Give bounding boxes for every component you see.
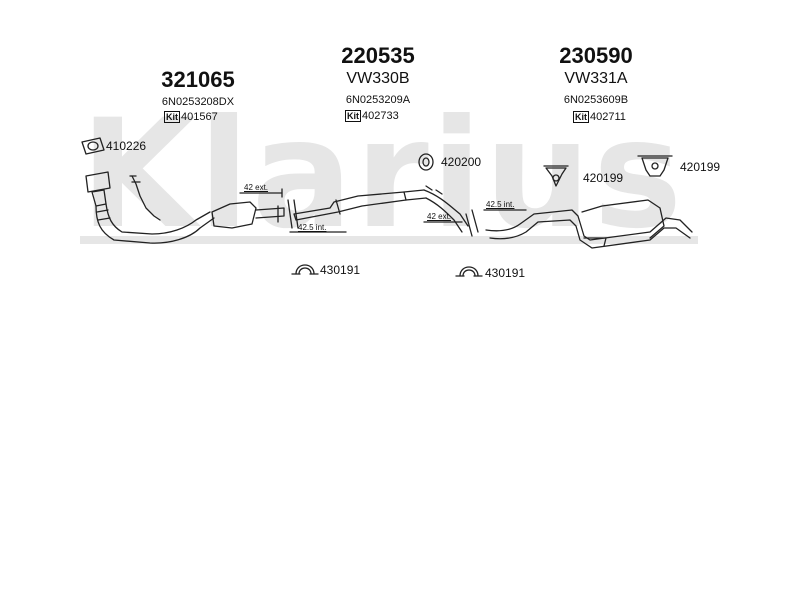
hanger-420199-b-icon [637, 155, 673, 177]
kit-box-3: Kit [573, 111, 589, 123]
hanger-420199-a-icon [543, 165, 569, 187]
dimension-label-42-5-int-1: 42.5 int. [298, 223, 327, 232]
kit-label-3: Kit 402711 [573, 110, 626, 124]
oem-number-1: 6N0253208DX [161, 96, 235, 108]
dimension-marks [239, 188, 527, 237]
part-label-410226: 410226 [106, 139, 147, 153]
assembly-code-220535: 220535 [341, 43, 415, 68]
dimension-label-42-ext-2: 42 ext. [427, 212, 452, 221]
catalytic-converter [211, 201, 285, 229]
kit-label-1: Kit 401567 [164, 110, 218, 124]
assembly-code-230590: 230590 [559, 43, 633, 68]
kit-number-1: 401567 [181, 111, 218, 123]
watermark-underline [80, 236, 698, 244]
kit-box-1: Kit [164, 111, 180, 123]
kit-box-2: Kit [345, 110, 361, 122]
front-pipe [85, 171, 215, 244]
assembly-code-321065: 321065 [161, 67, 235, 92]
part-label-420199-b: 420199 [680, 160, 721, 174]
dimension-label-42-ext-1: 42 ext. [244, 183, 269, 192]
model-code-3: VW331A [564, 70, 628, 87]
center-section [293, 185, 469, 233]
kit-number-2: 402733 [362, 110, 399, 122]
oem-number-3: 6N0253609B [563, 94, 629, 106]
clamp-430191-a-icon [291, 264, 319, 275]
part-label-430191-a: 430191 [320, 263, 361, 277]
sensor-wire [129, 175, 161, 221]
gasket-410226-icon [81, 137, 105, 155]
oem-number-2: 6N0253209A [345, 94, 411, 106]
dimension-label-42-5-int-2: 42.5 int. [486, 200, 515, 209]
kit-number-3: 402711 [590, 111, 626, 123]
clamp-430191-b-icon [455, 266, 483, 277]
part-label-420200: 420200 [441, 155, 482, 169]
brand-watermark: Klarius [80, 88, 685, 262]
kit-label-2: Kit 402733 [345, 109, 399, 123]
rubber-mount-420200-icon [418, 153, 434, 171]
part-label-420199-a: 420199 [583, 171, 624, 185]
model-code-2: VW330B [346, 70, 410, 87]
rear-silencer [485, 199, 693, 249]
part-label-430191-b: 430191 [485, 266, 526, 280]
